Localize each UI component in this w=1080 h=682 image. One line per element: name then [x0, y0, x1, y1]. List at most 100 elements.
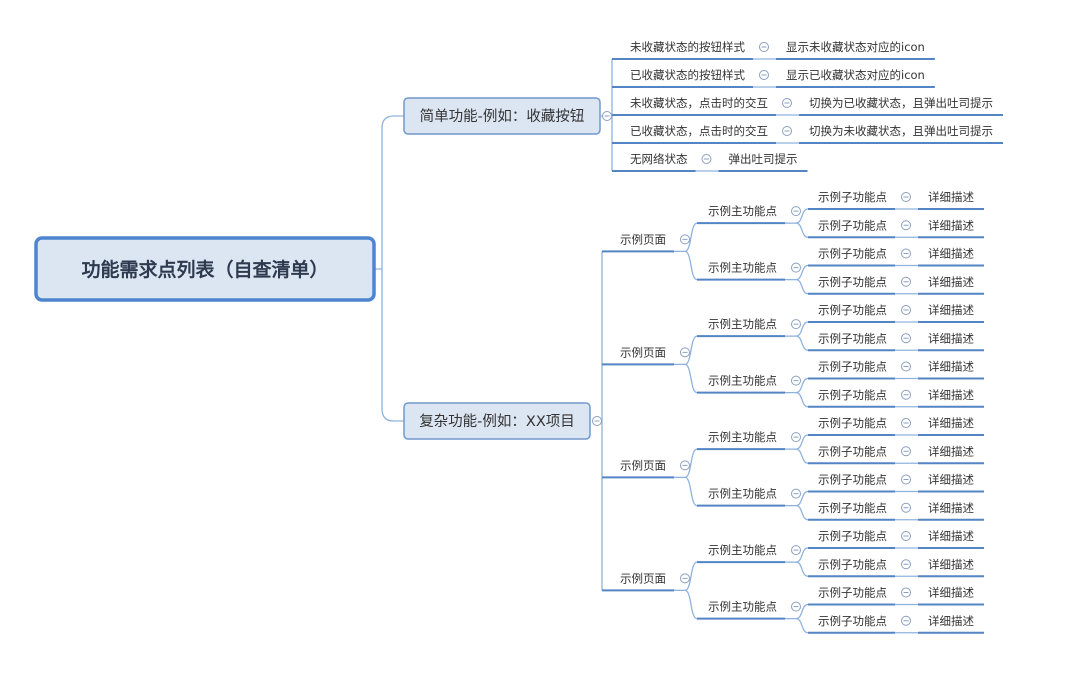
collapse-icon[interactable] — [791, 375, 801, 386]
topic-sub-feature[interactable]: 示例子功能点 — [808, 247, 895, 267]
topic-detail[interactable]: 详细描述 — [918, 586, 984, 606]
topic-detail[interactable]: 详细描述 — [918, 614, 984, 634]
topic-sub-feature[interactable]: 示例子功能点 — [808, 473, 895, 493]
topic-sub-feature-label: 示例子功能点 — [818, 303, 887, 317]
collapse-icon[interactable] — [602, 111, 612, 121]
collapse-icon[interactable] — [791, 545, 801, 556]
root-topic[interactable]: 功能需求点列表（自查清单） — [34, 236, 376, 302]
topic-case-result[interactable]: 切换为已收藏状态，且弹出吐司提示 — [799, 96, 1003, 116]
topic-main-feature[interactable]: 示例主功能点 — [697, 374, 785, 394]
topic-detail[interactable]: 详细描述 — [918, 416, 984, 436]
collapse-icon[interactable] — [901, 361, 911, 372]
collapse-icon[interactable] — [701, 154, 712, 164]
collapse-icon[interactable] — [680, 234, 690, 245]
collapse-icon[interactable] — [680, 460, 690, 471]
topic-sub-feature[interactable]: 示例子功能点 — [808, 416, 895, 436]
branch-topic-complex-box — [403, 402, 591, 440]
topic-main-feature[interactable]: 示例主功能点 — [697, 543, 785, 564]
topic-page[interactable]: 示例页面 — [602, 571, 674, 592]
topic-sub-feature[interactable]: 示例子功能点 — [808, 303, 895, 323]
collapse-icon[interactable] — [782, 98, 792, 108]
topic-sub-feature[interactable]: 示例子功能点 — [808, 557, 895, 578]
collapse-icon[interactable] — [901, 615, 911, 626]
topic-page[interactable]: 示例页面 — [602, 345, 674, 366]
branch-topic-simple[interactable]: 简单功能-例如：收藏按钮 — [403, 97, 601, 135]
topic-detail-label: 详细描述 — [928, 388, 974, 402]
collapse-icon[interactable] — [901, 248, 911, 259]
topic-case-result[interactable]: 显示已收藏状态对应的icon — [776, 68, 935, 88]
collapse-icon[interactable] — [901, 305, 911, 315]
topic-page[interactable]: 示例页面 — [602, 232, 674, 253]
topic-detail[interactable]: 详细描述 — [918, 247, 984, 267]
topic-detail-label: 详细描述 — [928, 586, 974, 600]
connector-line — [795, 434, 809, 450]
topic-sub-feature[interactable]: 示例子功能点 — [808, 360, 895, 380]
topic-detail[interactable]: 详细描述 — [918, 501, 984, 521]
collapse-icon[interactable] — [680, 347, 690, 358]
topic-detail[interactable]: 详细描述 — [918, 388, 984, 408]
topic-detail[interactable]: 详细描述 — [918, 190, 984, 210]
topic-sub-feature[interactable]: 示例子功能点 — [808, 331, 895, 352]
collapse-icon[interactable] — [901, 502, 911, 513]
topic-case-result[interactable]: 显示未收藏状态对应的icon — [776, 40, 935, 60]
collapse-icon[interactable] — [782, 126, 792, 136]
topic-detail[interactable]: 详细描述 — [918, 529, 984, 549]
collapse-icon[interactable] — [791, 432, 801, 443]
topic-sub-feature[interactable]: 示例子功能点 — [808, 529, 895, 549]
topic-sub-feature[interactable]: 示例子功能点 — [808, 614, 895, 634]
collapse-icon[interactable] — [680, 573, 690, 584]
collapse-icon[interactable] — [901, 389, 911, 400]
topic-sub-feature[interactable]: 示例子功能点 — [808, 275, 895, 295]
topic-detail[interactable]: 详细描述 — [918, 331, 984, 352]
topic-detail[interactable]: 详细描述 — [918, 444, 984, 465]
collapse-icon[interactable] — [791, 262, 801, 273]
topic-simple-case[interactable]: 未收藏状态的按钮样式 — [612, 40, 753, 60]
collapse-icon[interactable] — [759, 70, 769, 80]
topic-detail[interactable]: 详细描述 — [918, 303, 984, 323]
topic-main-feature[interactable]: 示例主功能点 — [697, 487, 785, 507]
collapse-icon[interactable] — [791, 319, 801, 330]
topic-page[interactable]: 示例页面 — [602, 458, 674, 479]
topic-sub-feature-label: 示例子功能点 — [818, 360, 887, 374]
topic-main-feature[interactable]: 示例主功能点 — [697, 600, 785, 620]
topic-main-feature[interactable]: 示例主功能点 — [697, 204, 785, 225]
collapse-icon[interactable] — [791, 206, 801, 217]
topic-detail[interactable]: 详细描述 — [918, 275, 984, 295]
topic-simple-case[interactable]: 未收藏状态，点击时的交互 — [612, 96, 776, 116]
topic-sub-feature-label: 示例子功能点 — [818, 614, 887, 628]
topic-detail[interactable]: 详细描述 — [918, 473, 984, 493]
topic-sub-feature[interactable]: 示例子功能点 — [808, 190, 895, 210]
collapse-icon[interactable] — [901, 474, 911, 485]
topic-simple-case[interactable]: 无网络状态 — [612, 152, 696, 172]
collapse-icon[interactable] — [901, 446, 911, 457]
collapse-icon[interactable] — [901, 559, 911, 570]
collapse-icon[interactable] — [901, 418, 911, 428]
topic-detail[interactable]: 详细描述 — [918, 218, 984, 239]
topic-case-result[interactable]: 弹出吐司提示 — [718, 152, 808, 172]
topic-main-feature[interactable]: 示例主功能点 — [697, 317, 785, 338]
topic-simple-case[interactable]: 已收藏状态，点击时的交互 — [612, 124, 776, 144]
branch-topic-complex[interactable]: 复杂功能-例如：XX项目 — [403, 402, 591, 440]
collapse-icon[interactable] — [901, 220, 911, 231]
topic-detail[interactable]: 详细描述 — [918, 557, 984, 578]
topic-sub-feature[interactable]: 示例子功能点 — [808, 444, 895, 465]
topic-case-result-label: 显示已收藏状态对应的icon — [786, 68, 925, 82]
topic-sub-feature[interactable]: 示例子功能点 — [808, 501, 895, 521]
collapse-icon[interactable] — [901, 531, 911, 541]
collapse-icon[interactable] — [592, 416, 602, 426]
collapse-icon[interactable] — [901, 333, 911, 344]
topic-main-feature[interactable]: 示例主功能点 — [697, 430, 785, 451]
topic-main-feature[interactable]: 示例主功能点 — [697, 261, 785, 281]
collapse-icon[interactable] — [759, 42, 769, 52]
topic-simple-case[interactable]: 已收藏状态的按钮样式 — [612, 68, 753, 88]
collapse-icon[interactable] — [901, 276, 911, 287]
topic-detail[interactable]: 详细描述 — [918, 360, 984, 380]
collapse-icon[interactable] — [791, 601, 801, 612]
topic-sub-feature[interactable]: 示例子功能点 — [808, 218, 895, 239]
topic-sub-feature[interactable]: 示例子功能点 — [808, 388, 895, 408]
collapse-icon[interactable] — [901, 587, 911, 598]
collapse-icon[interactable] — [901, 192, 911, 202]
collapse-icon[interactable] — [791, 488, 801, 499]
topic-case-result[interactable]: 切换为未收藏状态，且弹出吐司提示 — [799, 124, 1003, 144]
topic-sub-feature[interactable]: 示例子功能点 — [808, 586, 895, 606]
